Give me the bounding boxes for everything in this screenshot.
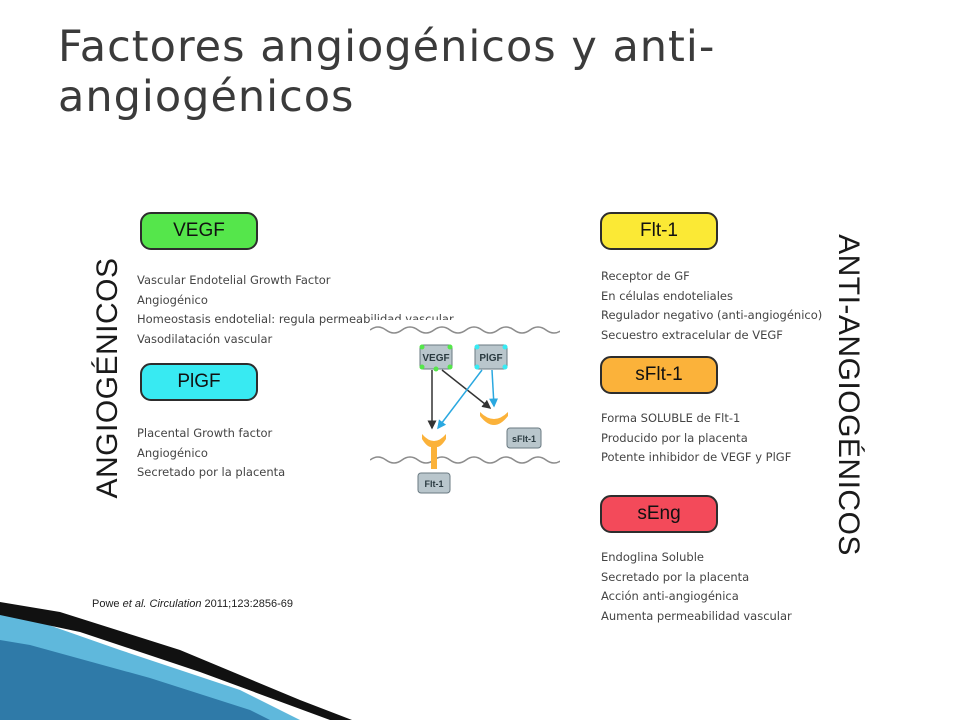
angiogenicos-vertical-label: ANGIOGÉNICOS: [91, 257, 124, 499]
pigf-line: Placental Growth factor: [137, 426, 273, 440]
seng-line: Aumenta permeabilidad vascular: [601, 608, 792, 623]
slide-title: Factores angiogénicos y anti-angiogénico…: [58, 22, 716, 122]
seng-badge-label: sEng: [637, 503, 681, 524]
seng-badge: sEng: [600, 495, 718, 533]
pigf-badge: PlGF: [140, 363, 258, 401]
angiogenesis-diagram: VEGF PlGF sFlt-1 Flt-1: [370, 320, 560, 500]
sflt1-line: Producido por la placenta: [601, 430, 748, 445]
sflt1-badge: sFlt-1: [600, 356, 718, 394]
flt1-line: Regulador negativo (anti-angiogénico): [601, 308, 823, 322]
diagram-sflt1-cup: [480, 412, 508, 425]
flt1-badge: Flt-1: [600, 212, 718, 250]
flt1-line: En células endoteliales: [601, 288, 733, 303]
vegf-line: Vasodilatación vascular: [137, 331, 273, 346]
diagram-sflt1-box: [506, 427, 542, 449]
citation-ref: 2011;123:2856-69: [204, 598, 294, 610]
seng-line: Acción anti-angiogénica: [601, 589, 739, 603]
flt1-description: Receptor de GF En células endoteliales R…: [601, 267, 822, 345]
sflt1-line: Potente inhibidor de VEGF y PlGF: [601, 450, 792, 464]
diagram-flt1-receptor: [422, 434, 446, 469]
lower-membrane-line: [370, 456, 560, 464]
flt1-line: Receptor de GF: [601, 269, 690, 283]
diagram-vegf-label: VEGF: [422, 353, 449, 364]
seng-description: Endoglina Soluble Secretado por la place…: [601, 548, 792, 626]
vegf-badge: VEGF: [140, 212, 258, 250]
pigf-badge-label: PlGF: [177, 371, 221, 392]
vegf-badge-label: VEGF: [173, 220, 225, 241]
anti-angiogenicos-vertical-label: ANTI-ANGIOGÉNICOS: [832, 234, 865, 556]
diagram-flt1-box: [417, 472, 451, 494]
upper-membrane-line: [370, 326, 560, 334]
citation: Powe et al. Circulation 2011;123:2856-69: [92, 598, 293, 610]
flt1-badge-label: Flt-1: [640, 220, 678, 241]
pigf-line: Secretado por la placenta: [137, 465, 286, 479]
diagram-pigf-label: PlGF: [479, 353, 502, 364]
citation-journal: et al. Circulation: [122, 598, 202, 610]
sflt1-line: Forma SOLUBLE de Flt-1: [601, 411, 741, 425]
sflt1-description: Forma SOLUBLE de Flt-1 Producido por la …: [601, 409, 791, 468]
arrow-pigf-to-sflt1: [489, 369, 499, 408]
citation-authors: Powe: [92, 598, 120, 610]
seng-line: Endoglina Soluble: [601, 550, 704, 564]
vegf-line: Angiogénico: [137, 292, 208, 307]
flt1-line: Secuestro extracelular de VEGF: [601, 327, 783, 342]
arrow-pigf-to-flt1: [437, 369, 483, 430]
diagram-flt1-label: Flt-1: [425, 479, 444, 489]
vegf-line: Vascular Endotelial Growth Factor: [137, 273, 331, 287]
pigf-line: Angiogénico: [137, 445, 208, 460]
sflt1-badge-label: sFlt-1: [635, 364, 683, 385]
arrow-vegf-to-sflt1: [441, 369, 492, 409]
diagram-sflt1-label: sFlt-1: [512, 434, 536, 444]
seng-line: Secretado por la placenta: [601, 569, 750, 584]
pigf-description: Placental Growth factor Angiogénico Secr…: [137, 424, 285, 483]
diagram-pigf-box: [474, 344, 508, 370]
